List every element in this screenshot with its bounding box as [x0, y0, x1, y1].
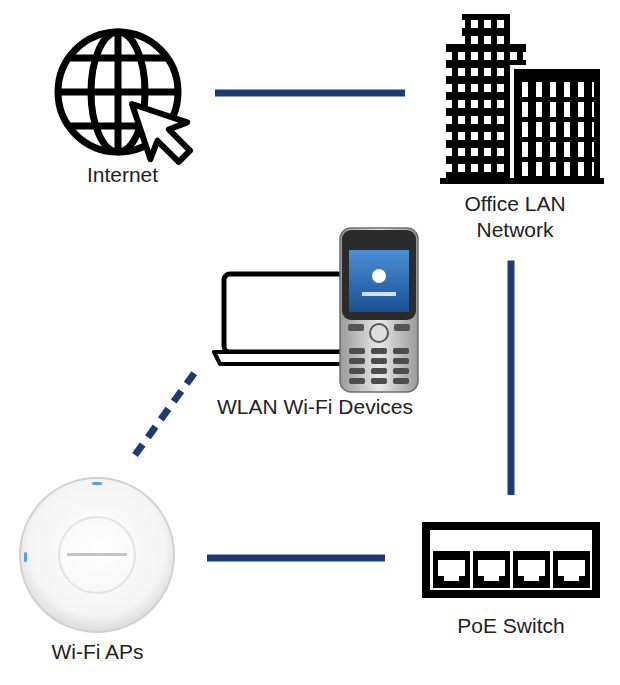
phone-icon: [340, 228, 418, 392]
phone-key: [393, 358, 409, 364]
device-node: Office LAN Network: [425, 8, 605, 244]
building-windows: [520, 78, 594, 176]
phone-nav: [370, 324, 388, 342]
building-right: [514, 69, 600, 182]
phone-button: [394, 324, 410, 331]
switch-body: [426, 526, 596, 594]
building-gap: [510, 65, 604, 182]
ap-led: [92, 482, 102, 485]
switch-port: [553, 551, 590, 588]
phone-key: [393, 378, 409, 384]
device-label: WLAN Wi-Fi Devices: [217, 394, 413, 420]
switch-port: [473, 551, 510, 588]
network-cable: [508, 261, 515, 496]
phone-screen-line: [362, 292, 396, 296]
phone-key: [393, 368, 409, 374]
building-ground: [440, 178, 604, 184]
phone-key: [371, 348, 387, 354]
phone-screen: [349, 250, 409, 312]
ap-led: [24, 552, 27, 562]
laptop-screen: [224, 274, 344, 352]
device-node: WLAN Wi-Fi Devices: [198, 225, 432, 420]
port-socket: [518, 560, 545, 581]
port-socket: [558, 560, 585, 581]
switch-port: [433, 551, 470, 588]
ap-logo-mark: [67, 553, 127, 556]
device-node: Wi-Fi APs: [15, 476, 180, 665]
laptop-base: [214, 352, 350, 364]
building-icon: [440, 14, 604, 184]
device-label: Office LAN Network: [445, 191, 585, 244]
globe-latitude: [58, 89, 178, 96]
phone-face: [342, 230, 416, 320]
cursor-arrow: [114, 86, 203, 175]
device-label: Internet: [87, 162, 158, 188]
ap-ring: [59, 517, 135, 593]
network-cable: [215, 90, 405, 97]
cursor-icon: [114, 86, 203, 175]
phone-key: [349, 358, 365, 364]
device-label: PoE Switch: [457, 613, 564, 639]
phone-button: [348, 324, 364, 331]
device-label: Wi-Fi APs: [51, 639, 143, 665]
device-node: Internet: [45, 25, 200, 188]
building-tower: [462, 14, 510, 48]
access-point-icon: [20, 478, 174, 632]
ap-disc: [20, 478, 174, 632]
phone-avatar: [372, 269, 386, 283]
phone-key: [371, 358, 387, 364]
laptop-icon: [214, 274, 350, 364]
phone-key: [349, 378, 365, 384]
wireless-link: [135, 368, 198, 455]
phone-body: [340, 228, 418, 392]
switch-port: [513, 551, 550, 588]
phone-key: [349, 348, 365, 354]
phone-key: [371, 368, 387, 374]
device-node: PoE Switch: [415, 518, 607, 639]
port-socket: [478, 560, 505, 581]
port-socket: [438, 560, 465, 581]
phone-key: [349, 368, 365, 374]
phone-key: [393, 348, 409, 354]
phone-key: [371, 378, 387, 384]
network-cable: [207, 555, 385, 562]
switch-icon: [426, 526, 596, 594]
globe-latitude: [70, 55, 166, 62]
